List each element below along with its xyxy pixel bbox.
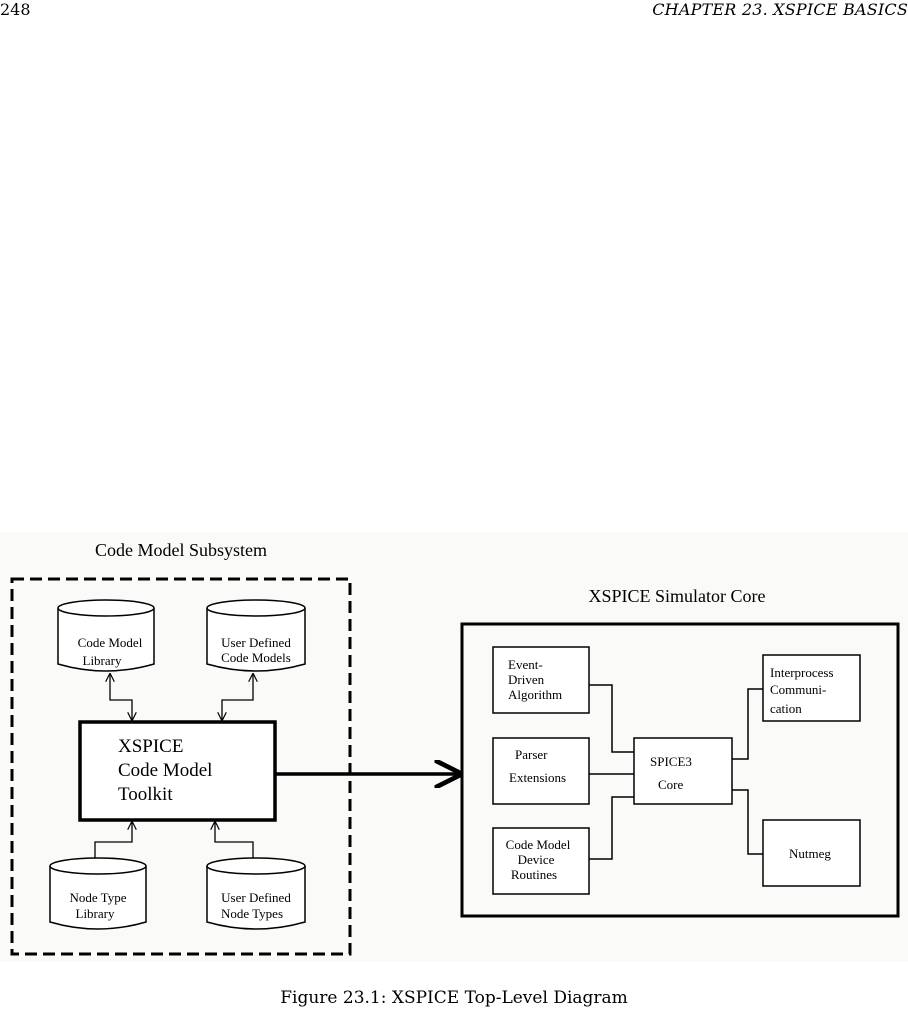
event-driven-algorithm-box: Event- Driven Algorithm <box>492 646 590 714</box>
code-model-library-line2: Library <box>83 653 122 668</box>
code-model-library-line1: Code Model <box>78 635 143 650</box>
device-routines-line3: Routines <box>511 867 557 882</box>
code-model-device-routines-box: Code Model Device Routines <box>492 827 590 895</box>
node-type-library-connector <box>94 822 132 858</box>
nutmeg-box: Nutmeg <box>762 819 861 887</box>
spice3-to-nutmeg-connector <box>732 789 763 855</box>
code-model-library-store: Code Model Library <box>57 599 155 672</box>
node-type-library-line2: Library <box>76 906 115 921</box>
parser-extensions-line2: Extensions <box>509 770 566 785</box>
user-code-models-connector <box>222 674 253 720</box>
parser-extensions-line1: Parser <box>515 747 548 762</box>
user-defined-node-types-store: User Defined Node Types <box>206 857 306 930</box>
node-type-library-store: Node Type Library <box>49 857 147 930</box>
nutmeg-label: Nutmeg <box>789 846 831 861</box>
running-head: CHAPTER 23. XSPICE BASICS <box>652 0 908 19</box>
interprocess-line2: Communi- <box>770 682 826 697</box>
page-number: 248 <box>0 0 31 19</box>
device-routines-to-spice3-connector <box>589 796 634 860</box>
simulator-core-boundary <box>460 622 900 918</box>
code-model-library-connector <box>110 674 132 720</box>
user-defined-node-types-line2: Node Types <box>221 906 283 921</box>
parser-extensions-box: Parser Extensions <box>492 737 590 805</box>
interprocess-line1: Interprocess <box>770 665 834 680</box>
simulator-core-title: XSPICE Simulator Core <box>588 586 765 606</box>
toolkit-line1: XSPICE <box>118 736 183 757</box>
spice3-to-interprocess-connector <box>732 688 763 760</box>
user-defined-code-models-line2: Code Models <box>221 650 291 665</box>
interprocess-communication-box: Interprocess Communi- cation <box>762 654 861 722</box>
code-model-subsystem-title: Code Model Subsystem <box>95 540 267 560</box>
event-driven-line1: Event- <box>508 657 543 672</box>
toolkit-line3: Toolkit <box>118 784 173 805</box>
event-driven-line2: Driven <box>508 672 545 687</box>
xspice-top-level-diagram: Code Model Subsystem Code Model Library … <box>0 532 908 962</box>
node-type-library-line1: Node Type <box>70 890 127 905</box>
event-driven-to-spice3-connector <box>589 684 634 753</box>
device-routines-line1: Code Model <box>506 837 571 852</box>
spice3-core-box: SPICE3 Core <box>633 737 733 805</box>
page-header: 248 CHAPTER 23. XSPICE BASICS <box>0 0 908 22</box>
user-defined-code-models-line1: User Defined <box>221 635 291 650</box>
interprocess-line3: cation <box>770 701 802 716</box>
event-driven-line3: Algorithm <box>508 687 562 702</box>
toolkit-line2: Code Model <box>118 760 212 781</box>
user-defined-node-types-line1: User Defined <box>221 890 291 905</box>
device-routines-line2: Device <box>518 852 555 867</box>
figure-caption: Figure 23.1: XSPICE Top-Level Diagram <box>280 988 628 1008</box>
spice3-core-line2: Core <box>658 777 684 792</box>
spice3-core-line1: SPICE3 <box>650 754 692 769</box>
user-node-types-connector <box>215 822 254 858</box>
xspice-code-model-toolkit-box: XSPICE Code Model Toolkit <box>78 720 277 822</box>
user-defined-code-models-store: User Defined Code Models <box>206 599 306 672</box>
code-model-subsystem-boundary <box>10 577 352 956</box>
